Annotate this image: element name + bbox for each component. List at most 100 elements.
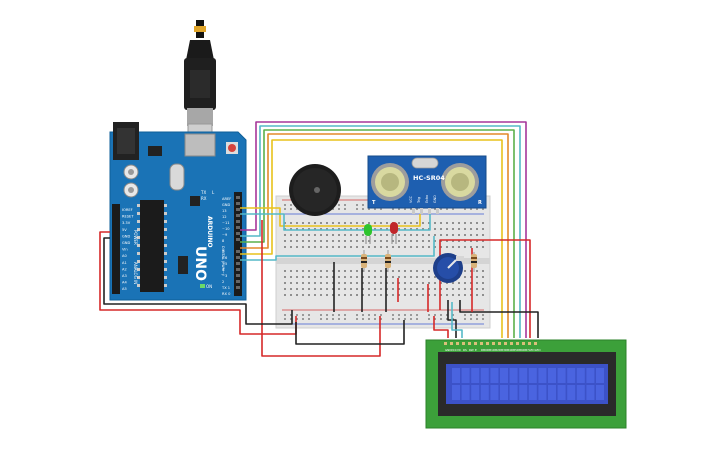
breadboard-hole[interactable] bbox=[452, 288, 454, 290]
breadboard-hole[interactable] bbox=[284, 270, 286, 272]
breadboard-hole[interactable] bbox=[464, 270, 466, 272]
sensor-pin[interactable] bbox=[428, 208, 431, 214]
breadboard-hole[interactable] bbox=[482, 276, 484, 278]
breadboard-hole[interactable] bbox=[344, 288, 346, 290]
breadboard-hole[interactable] bbox=[458, 234, 460, 236]
breadboard-hole[interactable] bbox=[458, 228, 460, 230]
breadboard-hole[interactable] bbox=[338, 234, 340, 236]
breadboard-hole[interactable] bbox=[446, 314, 448, 316]
breadboard-hole[interactable] bbox=[386, 240, 388, 242]
breadboard-hole[interactable] bbox=[416, 294, 418, 296]
breadboard-hole[interactable] bbox=[464, 288, 466, 290]
breadboard-hole[interactable] bbox=[302, 240, 304, 242]
breadboard-hole[interactable] bbox=[428, 294, 430, 296]
breadboard-hole[interactable] bbox=[380, 314, 382, 316]
breadboard-hole[interactable] bbox=[338, 222, 340, 224]
breadboard-hole[interactable] bbox=[470, 276, 472, 278]
breadboard-hole[interactable] bbox=[290, 288, 292, 290]
breadboard-hole[interactable] bbox=[302, 228, 304, 230]
breadboard-hole[interactable] bbox=[446, 222, 448, 224]
breadboard-hole[interactable] bbox=[368, 222, 370, 224]
breadboard-hole[interactable] bbox=[368, 270, 370, 272]
breadboard-hole[interactable] bbox=[314, 246, 316, 248]
breadboard-hole[interactable] bbox=[440, 228, 442, 230]
breadboard-hole[interactable] bbox=[332, 270, 334, 272]
breadboard-hole[interactable] bbox=[428, 276, 430, 278]
breadboard-hole[interactable] bbox=[392, 282, 394, 284]
breadboard-hole[interactable] bbox=[326, 234, 328, 236]
breadboard-hole[interactable] bbox=[368, 288, 370, 290]
breadboard-hole[interactable] bbox=[476, 234, 478, 236]
breadboard-hole[interactable] bbox=[320, 222, 322, 224]
breadboard-hole[interactable] bbox=[290, 276, 292, 278]
breadboard-hole[interactable] bbox=[374, 314, 376, 316]
breadboard-hole[interactable] bbox=[416, 270, 418, 272]
breadboard-hole[interactable] bbox=[458, 282, 460, 284]
breadboard-hole[interactable] bbox=[398, 318, 400, 320]
breadboard-hole[interactable] bbox=[356, 270, 358, 272]
breadboard-hole[interactable] bbox=[302, 276, 304, 278]
breadboard-hole[interactable] bbox=[302, 314, 304, 316]
breadboard-hole[interactable] bbox=[314, 240, 316, 242]
breadboard-hole[interactable] bbox=[332, 228, 334, 230]
breadboard-hole[interactable] bbox=[308, 288, 310, 290]
breadboard-hole[interactable] bbox=[290, 318, 292, 320]
breadboard-hole[interactable] bbox=[470, 208, 472, 210]
breadboard-hole[interactable] bbox=[482, 240, 484, 242]
breadboard-hole[interactable] bbox=[308, 222, 310, 224]
breadboard-hole[interactable] bbox=[362, 228, 364, 230]
breadboard-hole[interactable] bbox=[446, 282, 448, 284]
breadboard-hole[interactable] bbox=[422, 246, 424, 248]
lcd-pin[interactable] bbox=[450, 342, 453, 345]
breadboard-hole[interactable] bbox=[374, 222, 376, 224]
breadboard-hole[interactable] bbox=[476, 282, 478, 284]
breadboard-hole[interactable] bbox=[470, 228, 472, 230]
breadboard-hole[interactable] bbox=[404, 240, 406, 242]
breadboard-hole[interactable] bbox=[308, 234, 310, 236]
breadboard-hole[interactable] bbox=[398, 222, 400, 224]
breadboard-hole[interactable] bbox=[452, 318, 454, 320]
breadboard-hole[interactable] bbox=[404, 246, 406, 248]
breadboard-hole[interactable] bbox=[290, 246, 292, 248]
breadboard-hole[interactable] bbox=[344, 222, 346, 224]
breadboard-hole[interactable] bbox=[332, 240, 334, 242]
breadboard-hole[interactable] bbox=[374, 270, 376, 272]
breadboard-hole[interactable] bbox=[326, 240, 328, 242]
breadboard-hole[interactable] bbox=[386, 294, 388, 296]
breadboard-hole[interactable] bbox=[320, 228, 322, 230]
breadboard-hole[interactable] bbox=[338, 208, 340, 210]
breadboard-hole[interactable] bbox=[296, 222, 298, 224]
breadboard-hole[interactable] bbox=[452, 222, 454, 224]
breadboard-hole[interactable] bbox=[458, 222, 460, 224]
breadboard-hole[interactable] bbox=[446, 240, 448, 242]
breadboard-hole[interactable] bbox=[464, 318, 466, 320]
breadboard-hole[interactable] bbox=[368, 282, 370, 284]
breadboard-hole[interactable] bbox=[380, 208, 382, 210]
breadboard-hole[interactable] bbox=[320, 314, 322, 316]
breadboard-hole[interactable] bbox=[362, 208, 364, 210]
lcd-pin[interactable] bbox=[534, 342, 537, 345]
breadboard-hole[interactable] bbox=[434, 208, 436, 210]
breadboard-hole[interactable] bbox=[410, 314, 412, 316]
breadboard-hole[interactable] bbox=[440, 234, 442, 236]
breadboard-hole[interactable] bbox=[410, 276, 412, 278]
breadboard-hole[interactable] bbox=[374, 282, 376, 284]
breadboard-hole[interactable] bbox=[332, 234, 334, 236]
breadboard-hole[interactable] bbox=[290, 204, 292, 206]
breadboard-hole[interactable] bbox=[344, 228, 346, 230]
breadboard-hole[interactable] bbox=[284, 276, 286, 278]
breadboard-hole[interactable] bbox=[452, 240, 454, 242]
breadboard-hole[interactable] bbox=[320, 246, 322, 248]
breadboard-hole[interactable] bbox=[440, 288, 442, 290]
breadboard-hole[interactable] bbox=[350, 240, 352, 242]
breadboard-hole[interactable] bbox=[392, 246, 394, 248]
breadboard-hole[interactable] bbox=[308, 240, 310, 242]
breadboard-hole[interactable] bbox=[320, 270, 322, 272]
breadboard-hole[interactable] bbox=[380, 234, 382, 236]
breadboard-hole[interactable] bbox=[338, 294, 340, 296]
breadboard-hole[interactable] bbox=[446, 246, 448, 248]
breadboard-hole[interactable] bbox=[458, 294, 460, 296]
breadboard-hole[interactable] bbox=[422, 282, 424, 284]
breadboard-hole[interactable] bbox=[392, 314, 394, 316]
breadboard-hole[interactable] bbox=[356, 288, 358, 290]
